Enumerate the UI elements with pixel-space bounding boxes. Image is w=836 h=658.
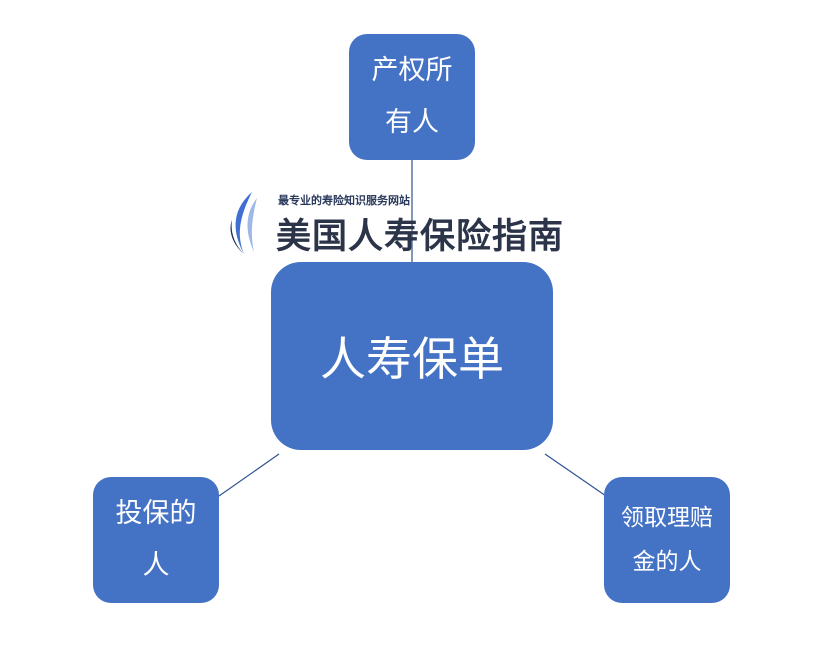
watermark-tagline: 最专业的寿险知识服务网站 (278, 194, 410, 207)
node-claim-recipient-label: 领取理赔 金的人 (621, 505, 713, 575)
node-property-owner: 产权所 有人 (349, 34, 475, 160)
node-insured-person-label: 投保的 人 (115, 498, 197, 581)
connector-center-insured (218, 453, 280, 497)
watermark-logo: 最专业的寿险知识服务网站 美国人寿保险指南 (224, 190, 604, 258)
node-claim-recipient: 领取理赔 金的人 (604, 477, 730, 603)
node-insured-person: 投保的 人 (93, 477, 219, 603)
flame-logo-icon (230, 192, 257, 254)
connector-center-claimant (544, 453, 607, 497)
node-life-insurance-policy-label: 人寿保单 (320, 332, 504, 386)
node-life-insurance-policy: 人寿保单 (271, 262, 553, 450)
node-property-owner-label: 产权所 有人 (371, 55, 453, 138)
watermark-name: 美国人寿保险指南 (276, 216, 565, 257)
